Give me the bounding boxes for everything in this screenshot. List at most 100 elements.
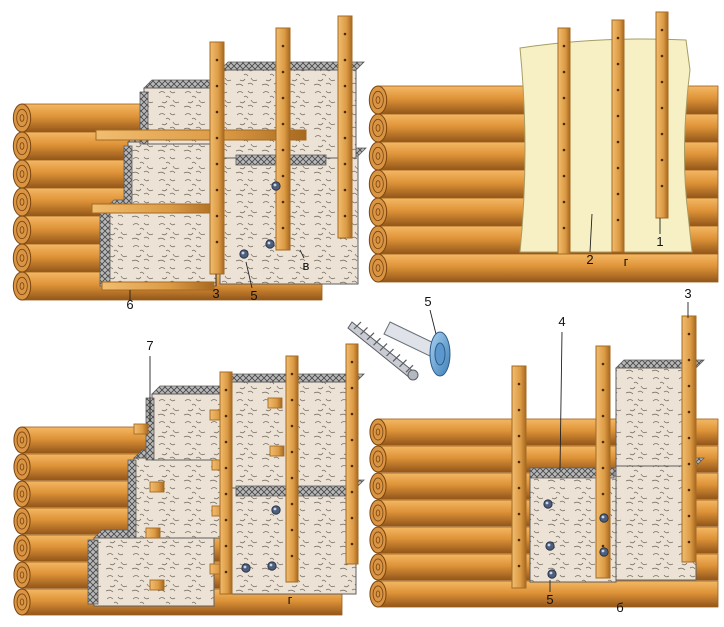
- nail-mark: [517, 460, 521, 464]
- nail-mark: [601, 362, 605, 366]
- log-ring: [372, 174, 384, 194]
- insulation-side-edge: [87, 539, 99, 605]
- insulation-slab: [127, 141, 221, 211]
- nail-mark: [601, 492, 605, 496]
- nail-mark: [687, 358, 691, 362]
- log-ring: [16, 248, 28, 268]
- nail-mark: [350, 542, 354, 546]
- callout-2: 2: [586, 252, 593, 267]
- bottom-batten: [101, 281, 215, 291]
- nail-mark: [616, 218, 620, 222]
- panel-bottom-left: 7г: [13, 338, 365, 616]
- nail-mark: [660, 106, 664, 110]
- log-ring: [16, 164, 28, 184]
- dowel-highlight: [601, 549, 605, 553]
- log-end: [369, 472, 387, 500]
- log-core: [375, 482, 381, 490]
- log-ring: [16, 485, 28, 503]
- nail-mark: [517, 382, 521, 386]
- callout-3-bottom: 3: [684, 286, 691, 301]
- log-core: [375, 509, 381, 517]
- nail-mark: [224, 414, 228, 418]
- screw-thread: [386, 348, 394, 357]
- nail-mark: [616, 192, 620, 196]
- log-core: [19, 517, 25, 525]
- leader-line: [299, 249, 305, 259]
- log-end: [369, 445, 387, 473]
- spacer-block: [133, 423, 149, 435]
- nail-mark: [517, 408, 521, 412]
- nail-mark: [517, 486, 521, 490]
- log-ring: [372, 558, 384, 576]
- insulation-top-edge: [529, 467, 615, 479]
- dowel-highlight: [273, 183, 277, 187]
- dowel-head-icon: [599, 513, 609, 523]
- log: [377, 253, 719, 283]
- callout-1: 1: [656, 234, 663, 249]
- log-core: [19, 463, 25, 471]
- nail-mark: [562, 122, 566, 126]
- log-ring: [16, 512, 28, 530]
- log-core: [375, 236, 381, 244]
- log-ring: [372, 450, 384, 468]
- nail-mark: [562, 148, 566, 152]
- nail-mark: [215, 162, 219, 166]
- log-end: [368, 141, 388, 171]
- callout-5-bottom: 5: [546, 592, 553, 607]
- nail-mark: [290, 450, 294, 454]
- nail-mark: [660, 80, 664, 84]
- insulation-side-edge: [127, 459, 137, 539]
- log-end: [368, 85, 388, 115]
- nail-mark: [687, 540, 691, 544]
- nail-mark: [687, 332, 691, 336]
- callout-5-detail: 5: [424, 294, 431, 309]
- batten: [611, 19, 625, 253]
- nail-mark: [290, 554, 294, 558]
- nail-mark: [687, 410, 691, 414]
- nail-mark: [290, 528, 294, 532]
- log-core: [375, 208, 381, 216]
- log-core: [19, 598, 25, 606]
- nail-mark: [215, 136, 219, 140]
- insulation-side-edge: [139, 91, 149, 145]
- nail-mark: [224, 440, 228, 444]
- screw-thread: [405, 364, 414, 373]
- log-end: [369, 526, 387, 554]
- log-ring: [372, 504, 384, 522]
- spacer-block: [145, 527, 161, 539]
- batten: [655, 11, 669, 219]
- log-core: [375, 590, 381, 598]
- spacer-block: [149, 579, 165, 591]
- batten: [345, 343, 359, 565]
- insulation-dowel-icon: [383, 321, 451, 377]
- log-end: [368, 225, 388, 255]
- log-core: [375, 152, 381, 160]
- batten: [511, 365, 527, 589]
- log-ring: [16, 276, 28, 296]
- nail-mark: [343, 32, 347, 36]
- log-end: [12, 103, 32, 133]
- nail-mark: [215, 110, 219, 114]
- log-core: [19, 226, 25, 234]
- callout-5: 5: [250, 288, 257, 303]
- callout-7: 7: [146, 338, 153, 353]
- log-core: [375, 264, 381, 272]
- log-core: [19, 114, 25, 122]
- screw-thread: [392, 353, 401, 362]
- screw-thread: [373, 337, 381, 346]
- log-end: [12, 243, 32, 273]
- batten: [595, 345, 611, 579]
- log-end: [368, 253, 388, 283]
- log-ring: [372, 477, 384, 495]
- batten: [219, 371, 233, 595]
- nail-mark: [616, 36, 620, 40]
- nail-mark: [290, 372, 294, 376]
- nail-mark: [281, 44, 285, 48]
- dowel-head-icon: [271, 181, 281, 191]
- nail-mark: [343, 136, 347, 140]
- dowel-highlight: [273, 507, 277, 511]
- log-ring: [372, 202, 384, 222]
- leader-line: [589, 213, 593, 253]
